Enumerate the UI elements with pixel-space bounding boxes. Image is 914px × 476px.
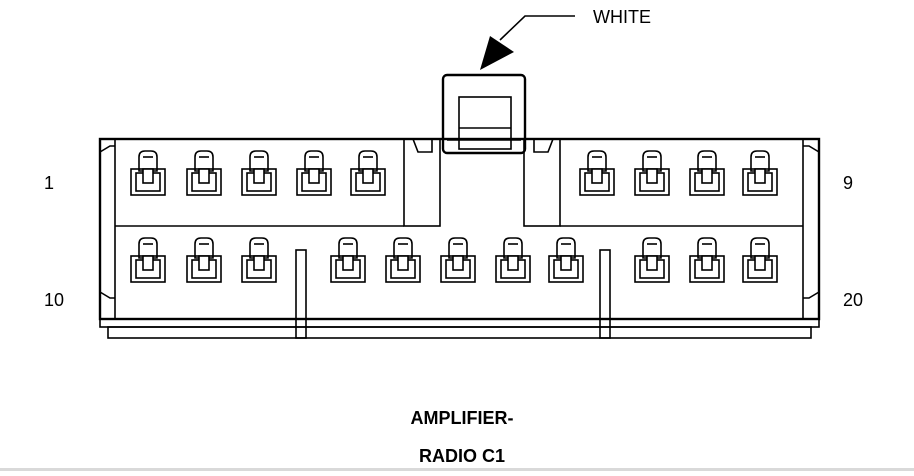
- key-slot-left: [403, 138, 441, 227]
- connector-title-line-1: AMPLIFIER-: [411, 408, 514, 428]
- housing-left-chamfer-bottom: [99, 291, 115, 299]
- cavity-terminal-2: [186, 150, 222, 196]
- terminal-slot: [560, 255, 572, 271]
- cavity-terminal-15: [440, 237, 476, 283]
- cavity-terminal-1: [130, 150, 166, 196]
- color-callout: WHITE: [480, 7, 651, 70]
- terminal-slot: [198, 168, 210, 184]
- terminal-latch-head: [338, 237, 358, 259]
- terminal-slot: [646, 255, 658, 271]
- cavity-terminal-8: [689, 150, 725, 196]
- connector-title-line-2: RADIO C1: [419, 446, 505, 466]
- cavity-terminal-17: [548, 237, 584, 283]
- callout-arrowhead: [480, 36, 514, 70]
- cavity-terminal-6: [579, 150, 615, 196]
- callout-leader-line: [499, 15, 575, 41]
- terminal-slot: [646, 168, 658, 184]
- terminal-slot: [701, 255, 713, 271]
- terminal-latch-head: [304, 150, 324, 172]
- pin-label-9: 9: [843, 173, 853, 193]
- cavity-terminal-7: [634, 150, 670, 196]
- terminal-slot: [507, 255, 519, 271]
- cavity-terminal-3: [241, 150, 277, 196]
- terminal-slot: [362, 168, 374, 184]
- latch-window: [458, 96, 512, 150]
- cavity-terminal-12: [241, 237, 277, 283]
- terminal-latch-head: [448, 237, 468, 259]
- housing-base-rail: [99, 318, 820, 328]
- cavity-terminal-4: [296, 150, 332, 196]
- terminal-latch-head: [194, 150, 214, 172]
- terminal-latch-head: [697, 150, 717, 172]
- housing-base-flange: [107, 326, 812, 339]
- terminal-slot: [701, 168, 713, 184]
- terminal-slot: [198, 255, 210, 271]
- pin-label-20: 20: [843, 290, 863, 310]
- terminal-slot: [397, 255, 409, 271]
- polarization-rib-right: [599, 249, 611, 339]
- terminal-latch-head: [587, 150, 607, 172]
- cavity-terminal-10: [130, 237, 166, 283]
- page-bottom-rule: [0, 468, 914, 471]
- terminal-slot: [253, 255, 265, 271]
- terminal-slot: [253, 168, 265, 184]
- cavity-terminal-20: [742, 237, 778, 283]
- cavity-terminal-18: [634, 237, 670, 283]
- terminal-slot: [308, 168, 320, 184]
- cavity-terminal-16: [495, 237, 531, 283]
- cavity-terminal-11: [186, 237, 222, 283]
- key-slot-right-detail: [533, 138, 554, 153]
- terminal-latch-head: [556, 237, 576, 259]
- color-label: WHITE: [593, 7, 651, 27]
- terminal-latch-head: [194, 237, 214, 259]
- cavity-array: [130, 150, 778, 283]
- terminal-slot: [754, 255, 766, 271]
- terminal-latch-head: [138, 150, 158, 172]
- terminal-latch-head: [249, 237, 269, 259]
- housing-right-chamfer-bottom: [803, 291, 820, 299]
- pin-label-1: 1: [44, 173, 54, 193]
- terminal-latch-head: [642, 150, 662, 172]
- cavity-terminal-9: [742, 150, 778, 196]
- terminal-slot: [754, 168, 766, 184]
- terminal-slot: [142, 255, 154, 271]
- terminal-latch-head: [503, 237, 523, 259]
- cavity-terminal-13: [330, 237, 366, 283]
- key-slot-right: [523, 138, 561, 227]
- terminal-latch-head: [697, 237, 717, 259]
- terminal-latch-head: [358, 150, 378, 172]
- terminal-latch-head: [642, 237, 662, 259]
- polarization-rib-left: [295, 249, 307, 339]
- housing-right-chamfer-top: [803, 145, 820, 153]
- terminal-slot: [591, 168, 603, 184]
- terminal-latch-head: [138, 237, 158, 259]
- terminal-slot: [142, 168, 154, 184]
- housing-left-chamfer-top: [99, 145, 115, 153]
- key-slot-left-detail: [412, 138, 433, 153]
- connector-housing: [98, 137, 821, 339]
- terminal-slot: [342, 255, 354, 271]
- cavity-terminal-19: [689, 237, 725, 283]
- pin-label-10: 10: [44, 290, 64, 310]
- cavity-terminal-14: [385, 237, 421, 283]
- latch-outer: [441, 73, 527, 155]
- locking-latch: [441, 73, 527, 155]
- terminal-slot: [452, 255, 464, 271]
- terminal-latch-head: [750, 150, 770, 172]
- cavity-terminal-5: [350, 150, 386, 196]
- terminal-latch-head: [249, 150, 269, 172]
- terminal-latch-head: [750, 237, 770, 259]
- terminal-latch-head: [393, 237, 413, 259]
